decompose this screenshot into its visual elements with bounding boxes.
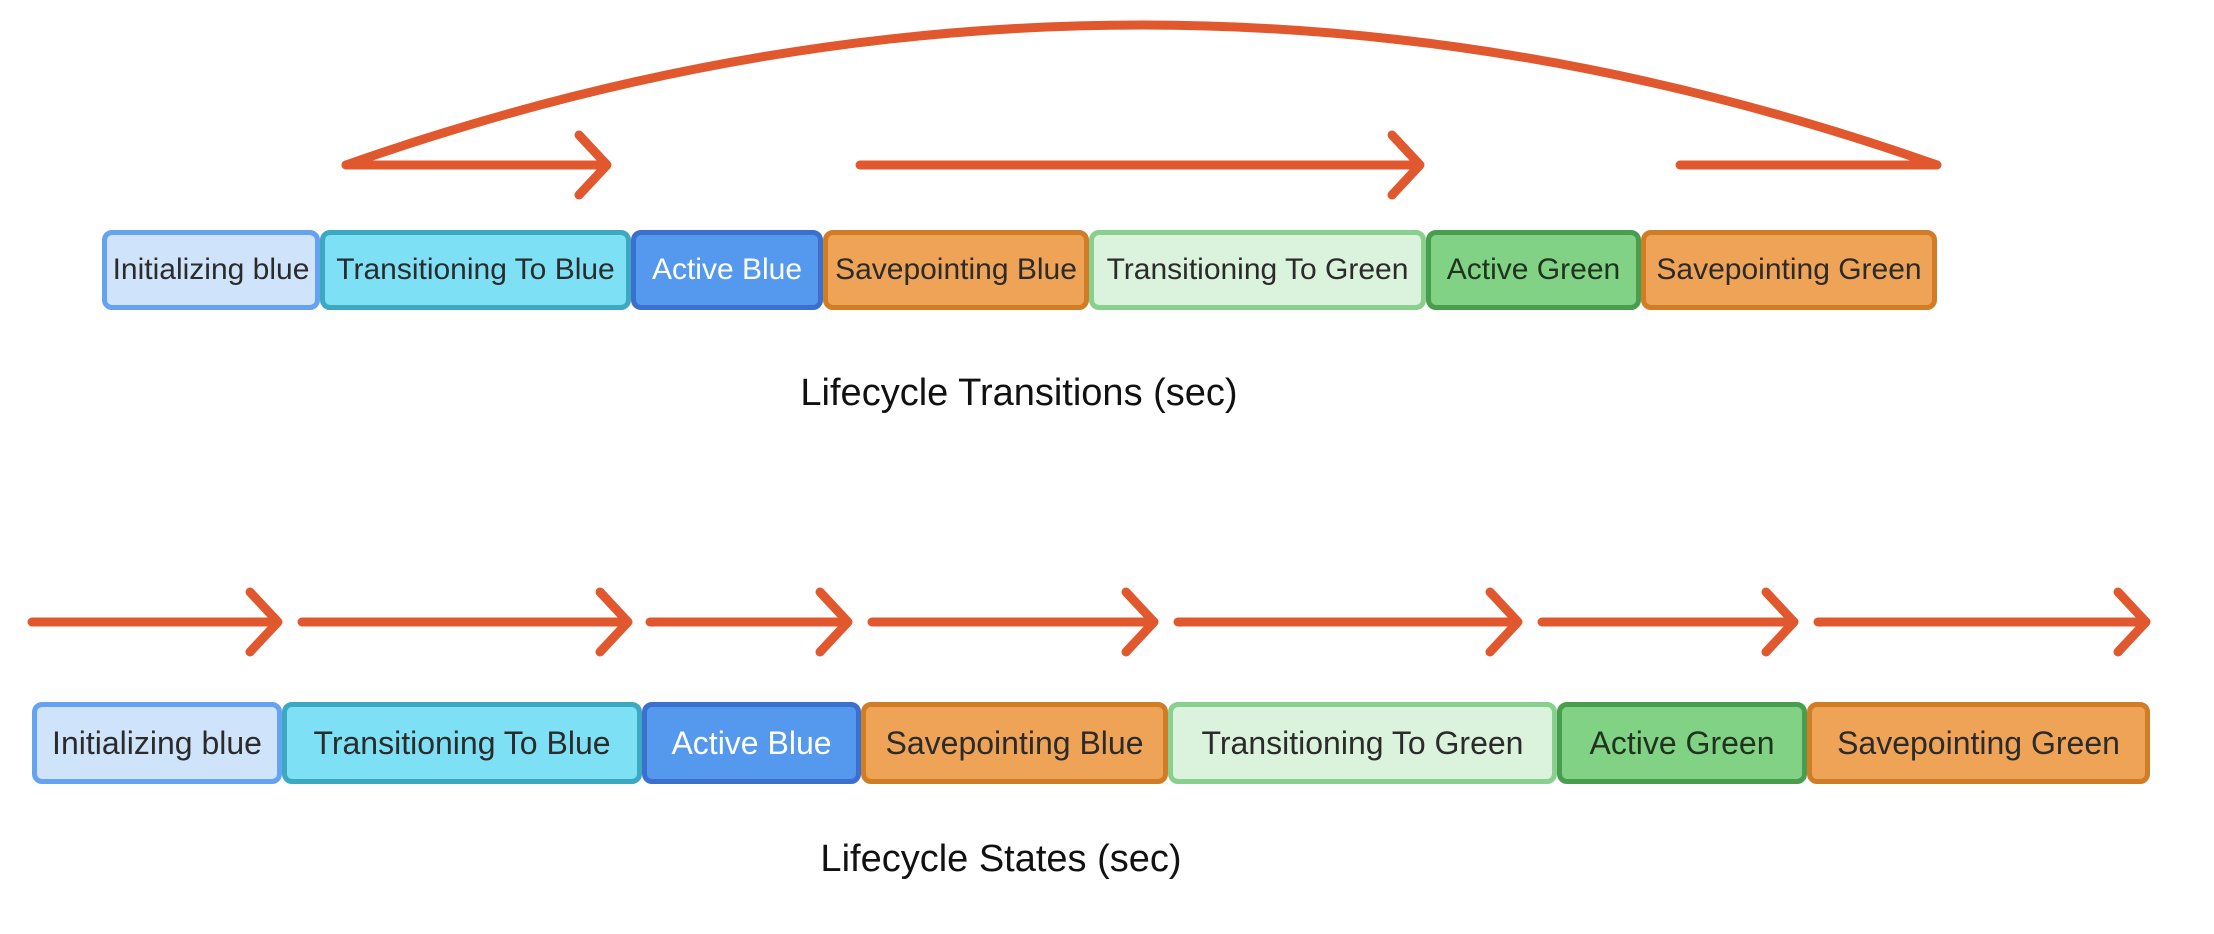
state-box: Savepointing Green: [1641, 230, 1937, 310]
state-box: Transitioning To Blue: [320, 230, 631, 310]
state-box: Active Blue: [642, 702, 861, 784]
state-arrow-head-icon: [2113, 587, 2151, 657]
loopback-arc: [341, 20, 1942, 170]
state-box-label: Transitioning To Green: [1201, 724, 1524, 761]
state-box-label: Transitioning To Blue: [336, 253, 615, 286]
state-box-label: Savepointing Blue: [885, 724, 1144, 761]
state-box: Transitioning To Blue: [282, 702, 642, 784]
state-box-label: Transitioning To Blue: [313, 724, 611, 761]
state-box: Initializing blue: [102, 230, 320, 310]
state-box: Savepointing Blue: [861, 702, 1168, 784]
state-box: Initializing blue: [32, 702, 282, 784]
lifecycle-transitions-bar: Initializing blue Transitioning To Blue Ac…: [102, 230, 1937, 310]
state-box: Active Green: [1557, 702, 1807, 784]
states-title: Lifecycle States (sec): [820, 838, 1182, 880]
state-arrow-head-icon: [815, 587, 853, 657]
state-box-label: Savepointing Blue: [835, 253, 1077, 286]
state-box-label: Savepointing Green: [1656, 253, 1922, 286]
state-box: Transitioning To Green: [1089, 230, 1426, 310]
state-box-label: Active Green: [1589, 724, 1775, 761]
lifecycle-states-bar: Initializing blue Transitioning To Blue Ac…: [32, 702, 2150, 784]
state-box: Active Green: [1426, 230, 1641, 310]
state-box: Active Blue: [631, 230, 823, 310]
state-box-label: Active Green: [1446, 253, 1621, 286]
transition-arrow-head-icon: [1387, 130, 1425, 200]
state-arrow-head-icon: [595, 587, 633, 657]
state-box: Savepointing Green: [1807, 702, 2150, 784]
transitions-title: Lifecycle Transitions (sec): [800, 372, 1238, 414]
state-arrow-head-icon: [1121, 587, 1159, 657]
state-box-label: Active Blue: [671, 724, 832, 761]
state-box-label: Initializing blue: [52, 724, 262, 761]
transition-arrow-head-icon: [574, 130, 612, 200]
state-box: Savepointing Blue: [823, 230, 1089, 310]
state-box-label: Initializing blue: [112, 253, 310, 286]
state-box: Transitioning To Green: [1168, 702, 1557, 784]
state-arrow-head-icon: [1761, 587, 1799, 657]
state-box-label: Savepointing Green: [1837, 724, 2120, 761]
state-arrow-head-icon: [245, 587, 283, 657]
state-box-label: Transitioning To Green: [1106, 253, 1409, 286]
state-arrow-head-icon: [1485, 587, 1523, 657]
state-box-label: Active Blue: [651, 253, 803, 286]
